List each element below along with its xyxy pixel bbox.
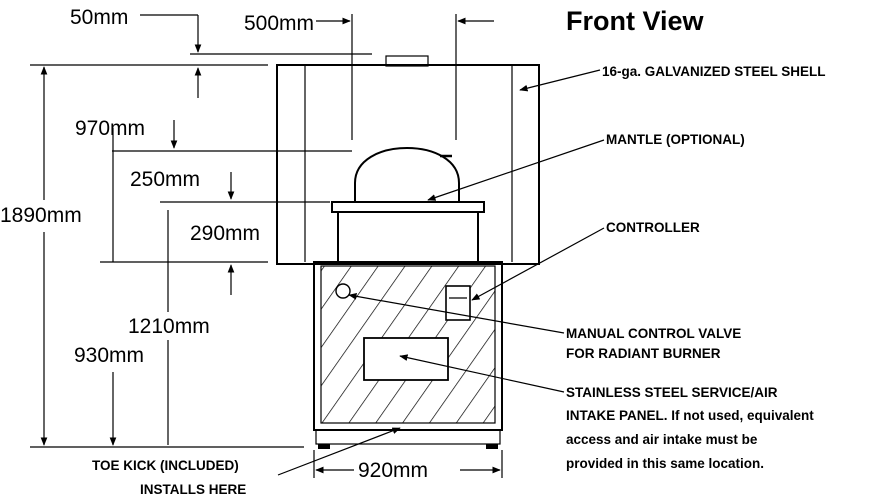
callout-panel-line-3: access and air intake must be bbox=[566, 432, 758, 447]
callout-toe-kick-line-2: INSTALLS HERE bbox=[140, 482, 246, 497]
dim-label-1890mm: 1890mm bbox=[0, 204, 82, 227]
diagram-title: Front View bbox=[566, 6, 705, 36]
callout-toe-kick-line-1: TOE KICK (INCLUDED) bbox=[92, 458, 239, 473]
service-air-intake-panel bbox=[363, 337, 449, 381]
dim-label-290mm: 290mm bbox=[190, 222, 260, 245]
callout-controller: CONTROLLER bbox=[606, 220, 700, 235]
dim-label-970mm: 970mm bbox=[75, 117, 145, 140]
steel-shell bbox=[276, 55, 540, 265]
dim-label-920mm: 920mm bbox=[358, 459, 428, 482]
dim-label-500mm: 500mm bbox=[244, 12, 314, 35]
mantle bbox=[331, 201, 485, 263]
callout-panel-line-1: STAINLESS STEEL SERVICE/AIR bbox=[566, 385, 778, 400]
dim-label-1210mm: 1210mm bbox=[128, 315, 210, 338]
callout-panel-line-4: provided in this same location. bbox=[566, 456, 764, 471]
callout-steel-shell: 16-ga. GALVANIZED STEEL SHELL bbox=[602, 64, 826, 79]
dim-label-250mm: 250mm bbox=[130, 168, 200, 191]
callout-leaders bbox=[277, 69, 605, 476]
callout-mantle: MANTLE (OPTIONAL) bbox=[606, 132, 745, 147]
callout-valve-line-2: FOR RADIANT BURNER bbox=[566, 346, 721, 361]
oven-dome bbox=[354, 146, 460, 202]
callout-panel-line-2: INTAKE PANEL. If not used, equivalent bbox=[566, 408, 814, 423]
dimension-lines bbox=[30, 14, 503, 478]
dim-label-930mm: 930mm bbox=[74, 344, 144, 367]
callout-valve-line-1: MANUAL CONTROL VALVE bbox=[566, 326, 741, 341]
manual-control-valve-knob bbox=[335, 283, 351, 299]
controller-box bbox=[445, 285, 471, 321]
dim-label-50mm: 50mm bbox=[70, 6, 128, 29]
